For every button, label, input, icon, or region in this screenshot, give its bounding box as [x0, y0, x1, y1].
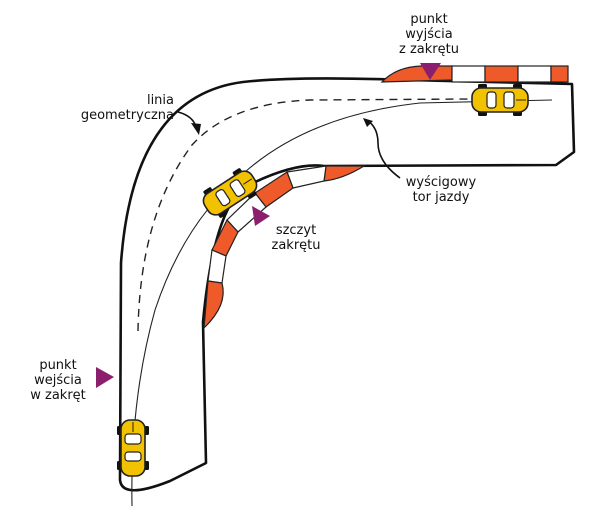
- exit-kerb: [380, 65, 569, 83]
- apex-label: szczyt zakrętu: [271, 223, 321, 253]
- exit-point-label: punkt wyjścia z zakrętu: [399, 12, 459, 57]
- racing-line: [131, 99, 553, 507]
- car-icon-entry: [116, 419, 150, 477]
- entry-point-marker-icon: [96, 367, 114, 388]
- apex-kerb: [203, 165, 367, 330]
- car-icon-exit: [471, 83, 529, 117]
- racing-line-label: wyścigowy tor jazdy: [405, 175, 477, 205]
- geometric-line: [137, 98, 471, 332]
- track-surface: [118, 77, 576, 492]
- exit-point-marker-icon: [420, 63, 441, 80]
- entry-point-label: punkt wejścia w zakręt: [30, 358, 86, 403]
- geometric-line-label: linia geometryczna: [80, 93, 174, 123]
- racing-line-leader: [367, 120, 401, 179]
- apex-marker-icon: [252, 206, 270, 226]
